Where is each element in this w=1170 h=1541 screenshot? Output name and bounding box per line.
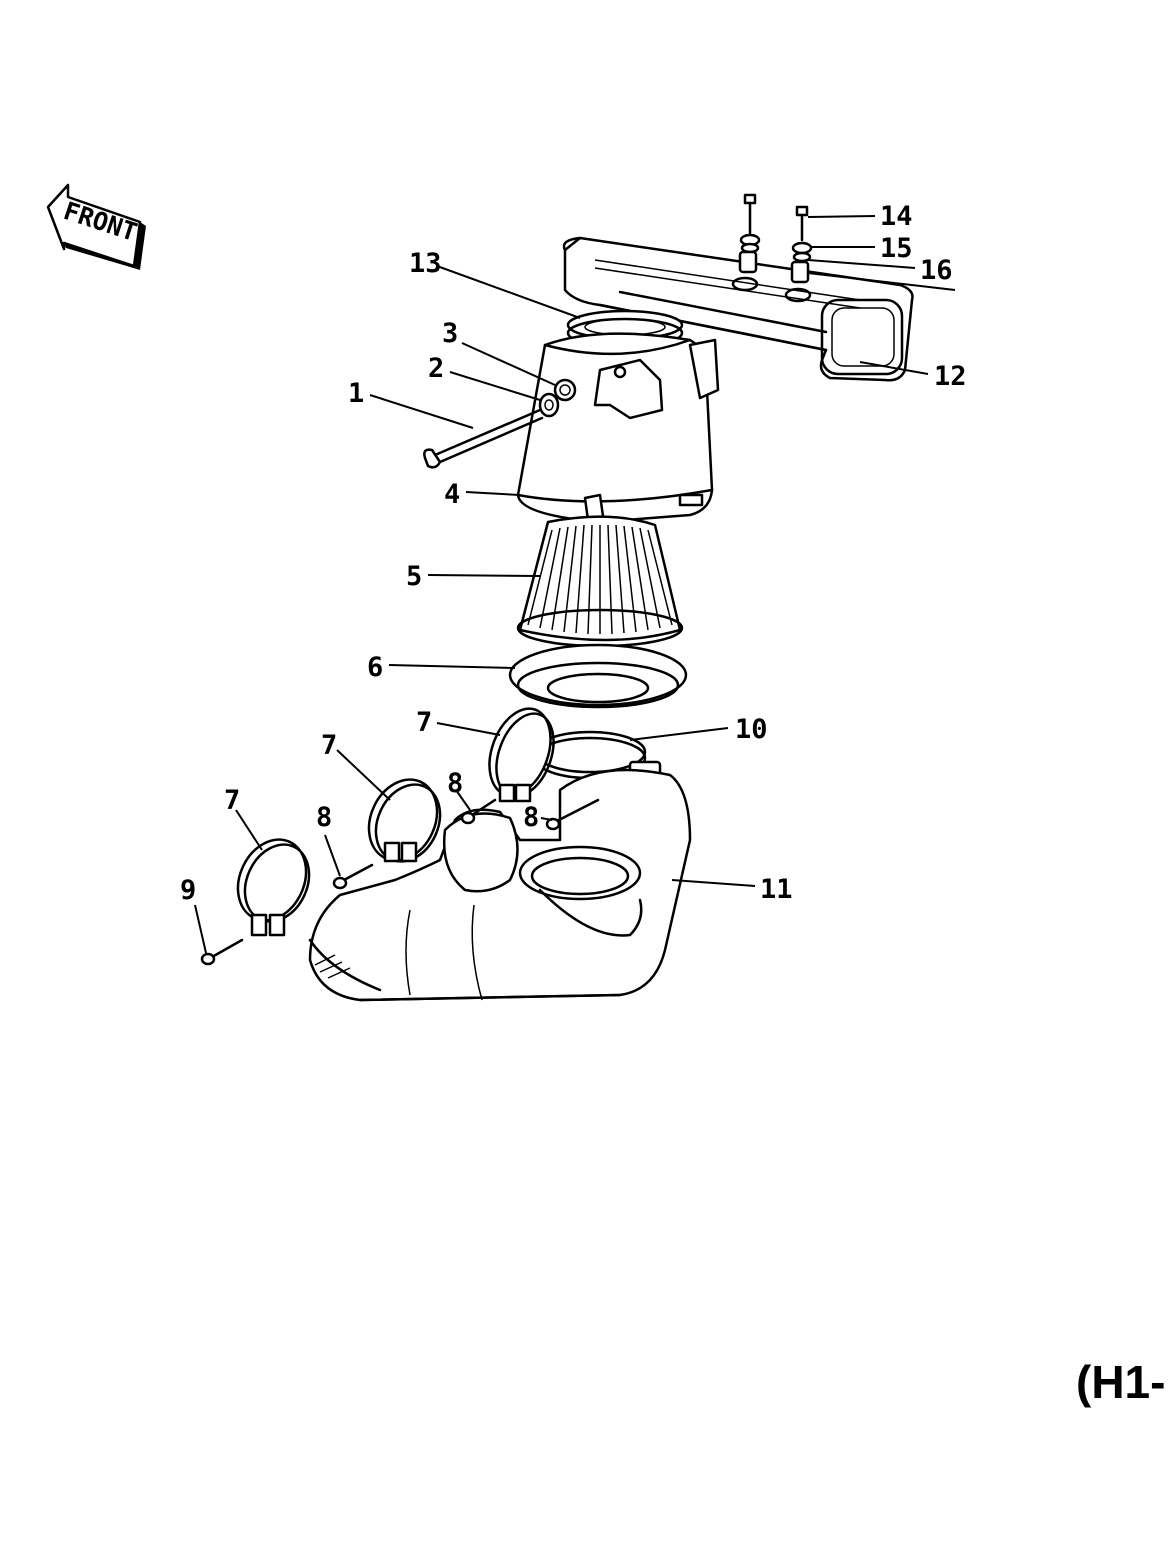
callout-8-right: 8 <box>523 802 539 833</box>
air-cleaner-housing-part-4 <box>516 332 720 537</box>
callout-15: 16 <box>920 255 953 286</box>
callout-1: 1 <box>348 378 364 409</box>
filter-element-part-5 <box>516 515 684 648</box>
long-bolt-part-1 <box>423 408 544 469</box>
callout-9: 10 <box>735 714 768 745</box>
callout-6: 6 <box>367 652 383 683</box>
callout-8-middle: 8 <box>316 802 332 833</box>
clamp-part-7-middle <box>367 778 442 863</box>
callout-8-upper: 8 <box>447 768 463 799</box>
large-clamp-part-9 <box>533 730 662 780</box>
clamp-part-7-upper <box>488 707 555 803</box>
callout-7-middle: 7 <box>321 730 337 761</box>
callout-7-lower: 7 <box>224 785 240 816</box>
washer-part-2 <box>538 392 560 418</box>
front-arrow-icon: FRONT <box>46 183 146 270</box>
callout-12: 13 <box>409 248 442 279</box>
screws-part-8 <box>200 798 600 966</box>
air-duct-part-10 <box>308 768 692 1002</box>
bolt-washer-collar-parts-13-16 <box>738 193 813 284</box>
callout-14: 15 <box>880 233 913 264</box>
diagram-code-label: (H1- <box>1076 1356 1166 1408</box>
callout-8-lower: 9 <box>180 875 196 906</box>
callout-2: 2 <box>428 353 444 384</box>
callout-11: 12 <box>934 361 967 392</box>
callout-4: 4 <box>444 479 460 510</box>
callout-7-upper: 7 <box>416 707 432 738</box>
callout-13: 14 <box>880 201 913 232</box>
callout-3: 3 <box>442 318 458 349</box>
leader-lines <box>194 215 956 954</box>
base-gasket-part-6 <box>508 643 688 709</box>
callout-10: 11 <box>760 874 793 905</box>
callout-5: 5 <box>406 561 422 592</box>
clamp-part-7-lower <box>236 838 311 937</box>
callout-labels: 1 2 3 4 5 6 7 7 7 8 8 8 9 10 11 12 13 14… <box>180 201 967 906</box>
